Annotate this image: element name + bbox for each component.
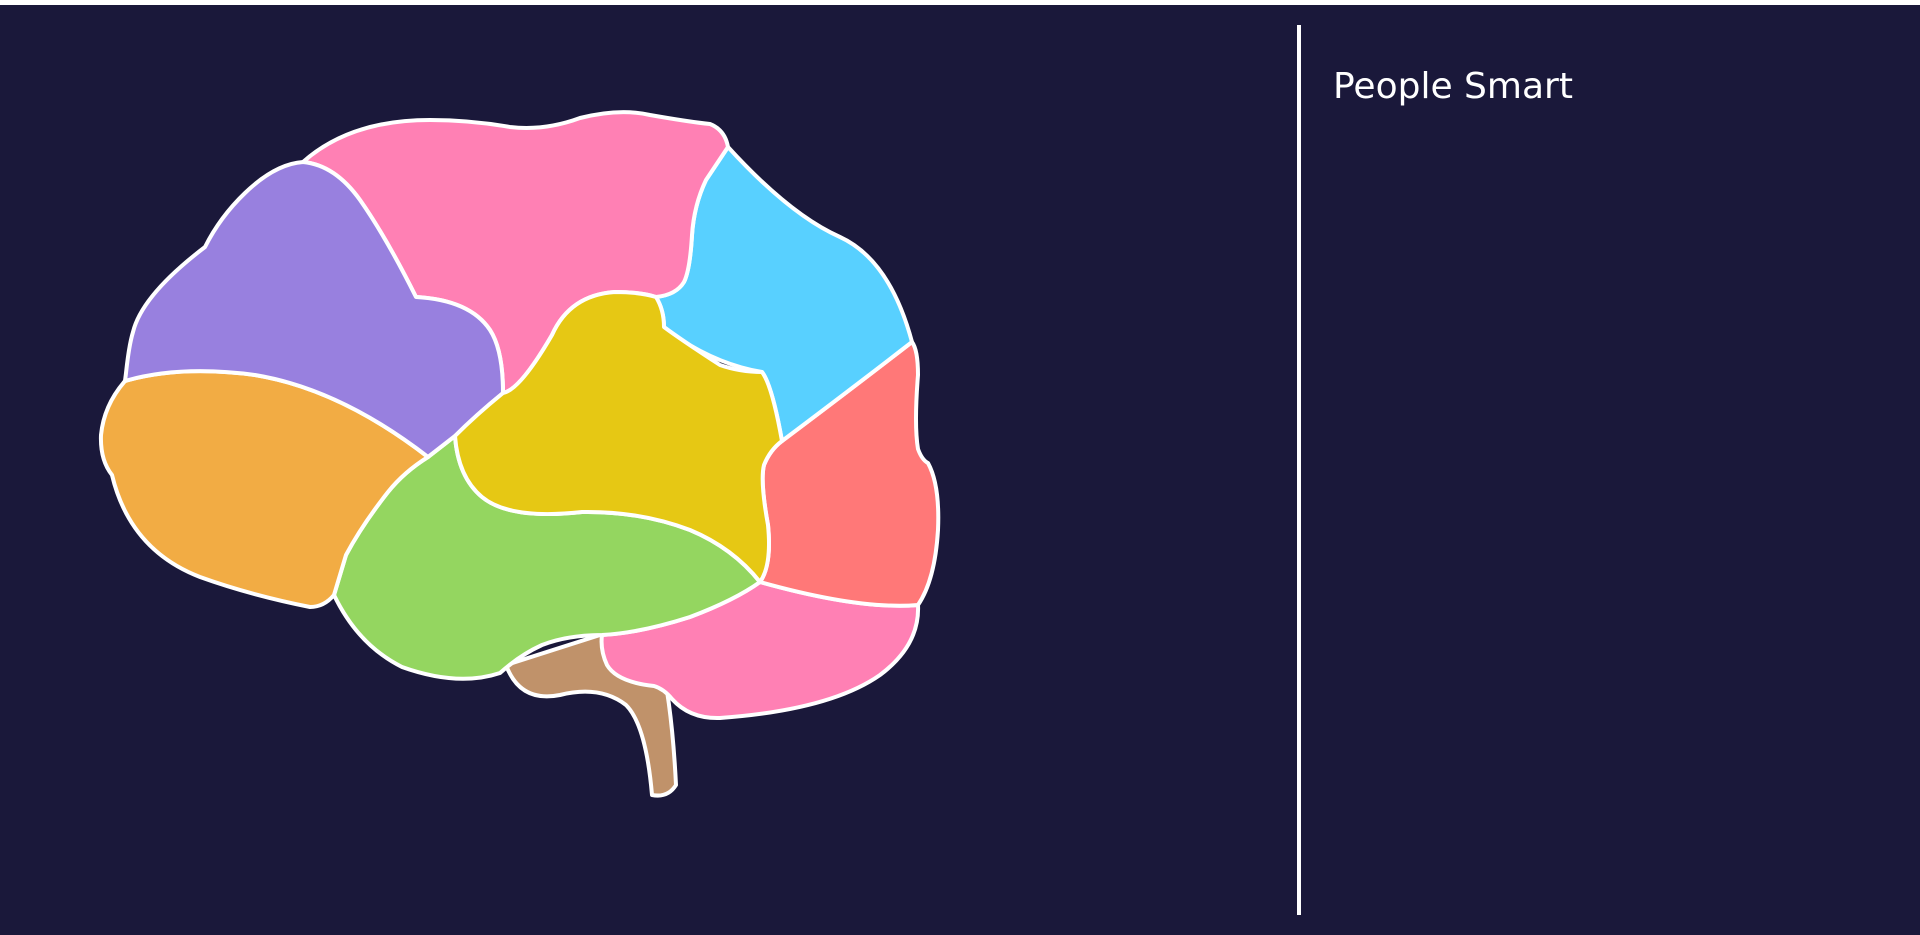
panel-divider <box>1297 25 1301 915</box>
app-stage: People Smart <box>0 5 1920 930</box>
brain-illustration <box>0 5 1300 930</box>
brain-svg <box>98 110 941 798</box>
info-panel: People Smart <box>1333 63 1893 111</box>
panel-title: People Smart <box>1333 66 1573 107</box>
brain-region-center[interactable] <box>453 290 784 584</box>
brain-region-frontal-upper[interactable] <box>123 160 505 459</box>
top-border <box>0 0 1920 5</box>
